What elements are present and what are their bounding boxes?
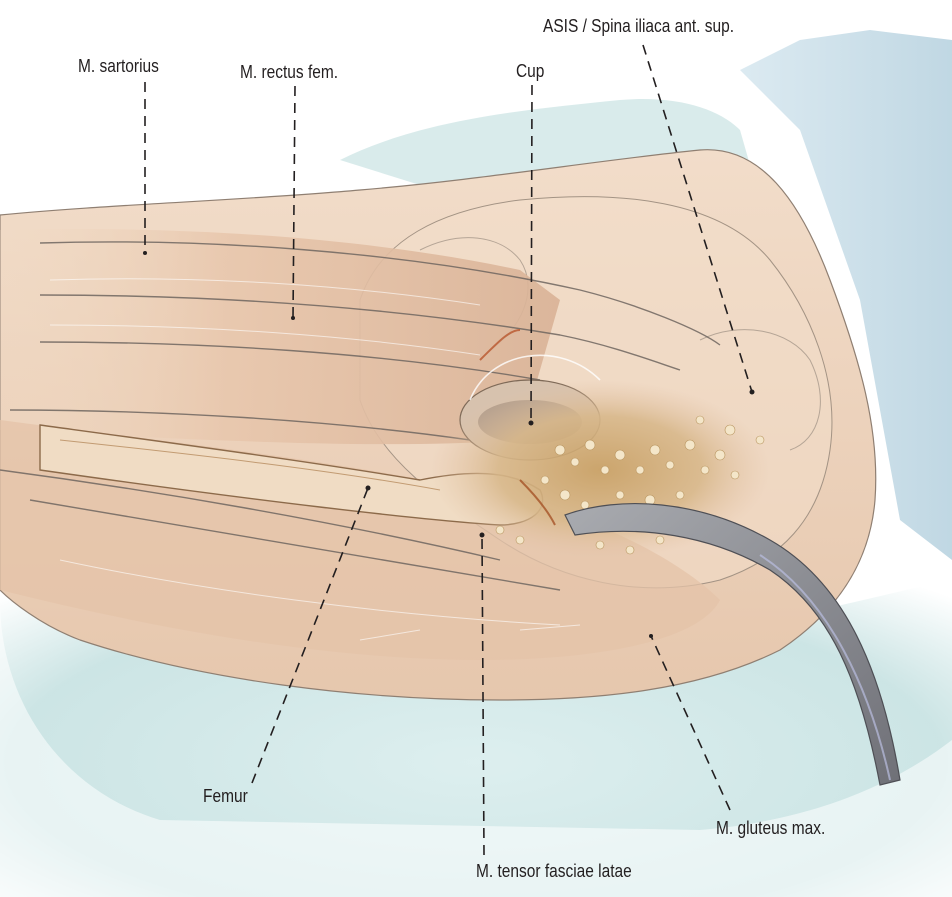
label-m-tensor-fasciae-latae: M. tensor fasciae latae xyxy=(476,861,632,881)
label-m-gluteus-max: M. gluteus max. xyxy=(716,818,826,838)
label-femur: Femur xyxy=(203,786,248,806)
label-cup: Cup xyxy=(516,61,545,81)
label-m-rectus-femoris: M. rectus fem. xyxy=(240,62,339,82)
label-m-sartorius: M. sartorius xyxy=(78,56,159,76)
label-asis: ASIS / Spina iliaca ant. sup. xyxy=(543,16,735,36)
